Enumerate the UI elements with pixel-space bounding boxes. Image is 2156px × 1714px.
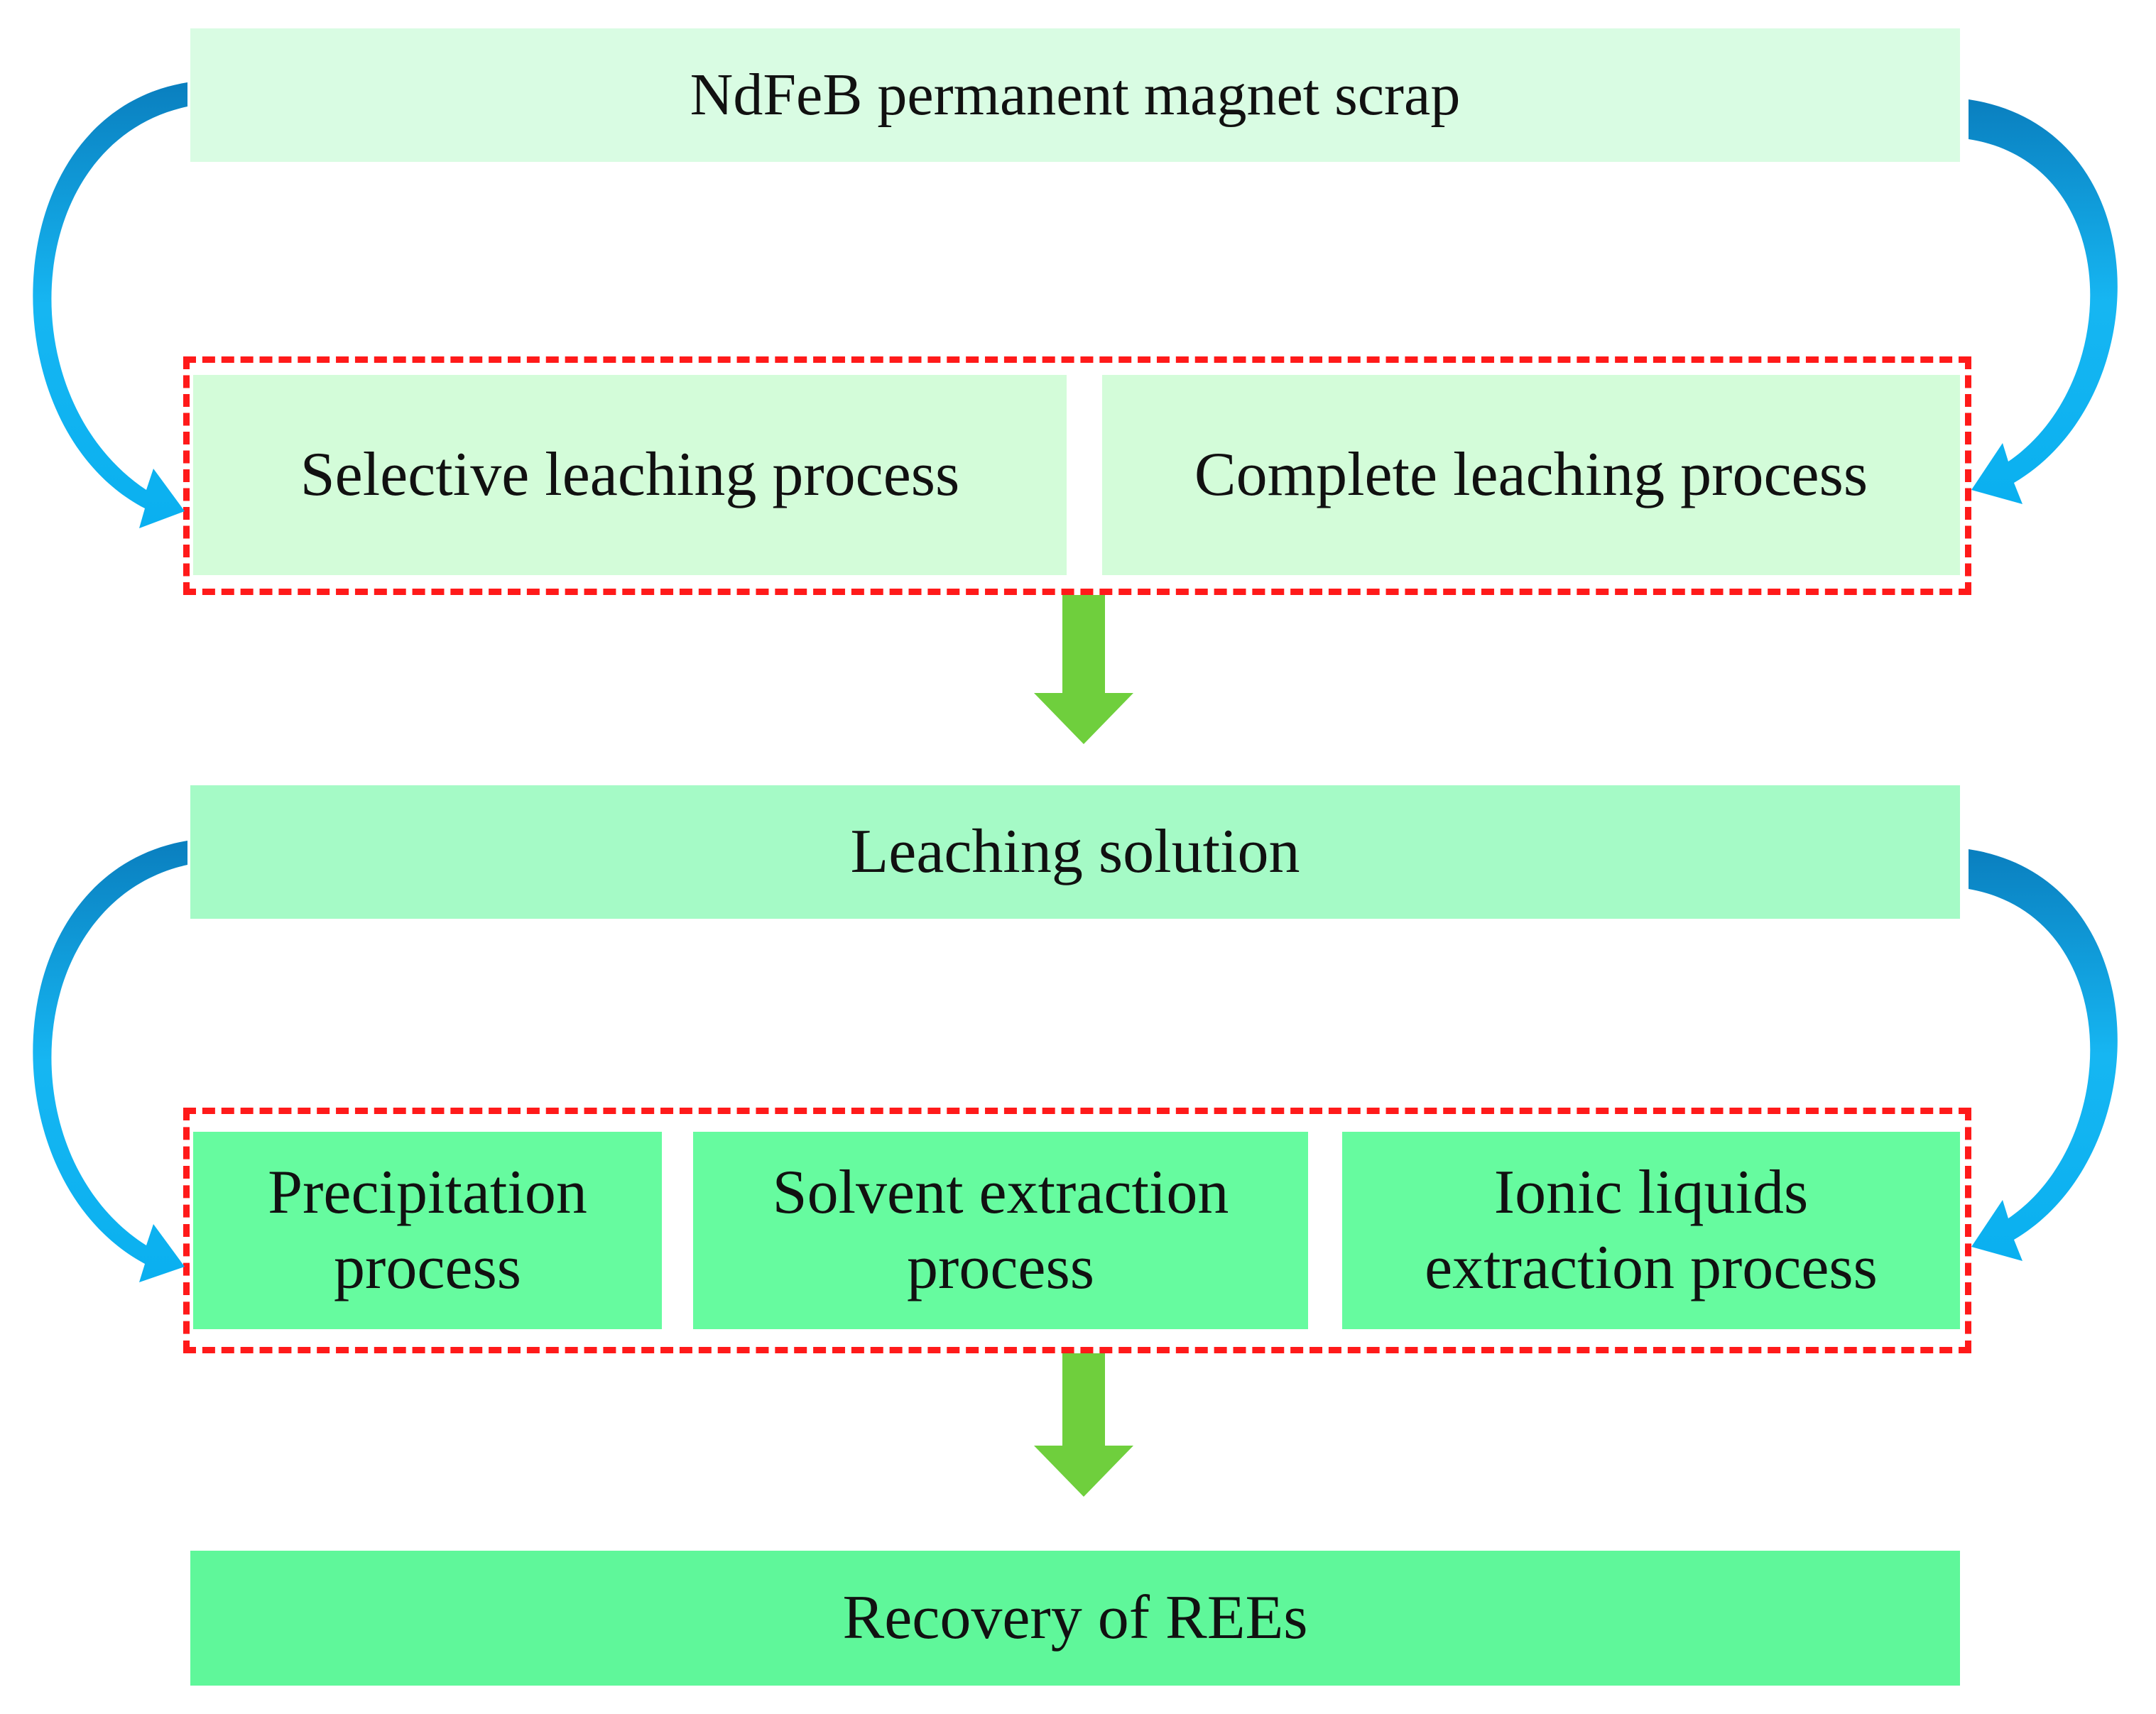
curved-arrow-top-right	[1969, 99, 2118, 504]
ionic-liquids-box: Ionic liquids extraction process	[1342, 1132, 1960, 1329]
leaching-solution-box: Leaching solution	[190, 785, 1960, 919]
complete-leaching-box: Complete leaching process	[1102, 375, 1960, 575]
down-arrow-2	[1034, 1353, 1133, 1497]
curved-arrow-mid-right	[1969, 849, 2118, 1261]
selective-leaching-label: Selective leaching process	[300, 440, 960, 510]
ionic-liquids-label: Ionic liquids extraction process	[1425, 1158, 1878, 1302]
precipitation-box: Precipitation process	[193, 1132, 662, 1329]
recovery-box: Recovery of REEs	[190, 1551, 1960, 1686]
precipitation-label: Precipitation process	[268, 1158, 587, 1302]
source-label: NdFeB permanent magnet scrap	[690, 61, 1461, 128]
source-box: NdFeB permanent magnet scrap	[190, 28, 1960, 162]
down-arrow-1	[1034, 595, 1133, 744]
selective-leaching-box: Selective leaching process	[193, 375, 1067, 575]
curved-arrow-top-left	[33, 82, 187, 528]
solvent-extraction-box: Solvent extraction process	[693, 1132, 1308, 1329]
solvent-extraction-label: Solvent extraction process	[772, 1158, 1229, 1302]
recovery-label: Recovery of REEs	[842, 1583, 1308, 1653]
leaching-solution-label: Leaching solution	[850, 817, 1300, 887]
complete-leaching-label: Complete leaching process	[1194, 440, 1868, 510]
curved-arrow-mid-left	[33, 841, 187, 1282]
